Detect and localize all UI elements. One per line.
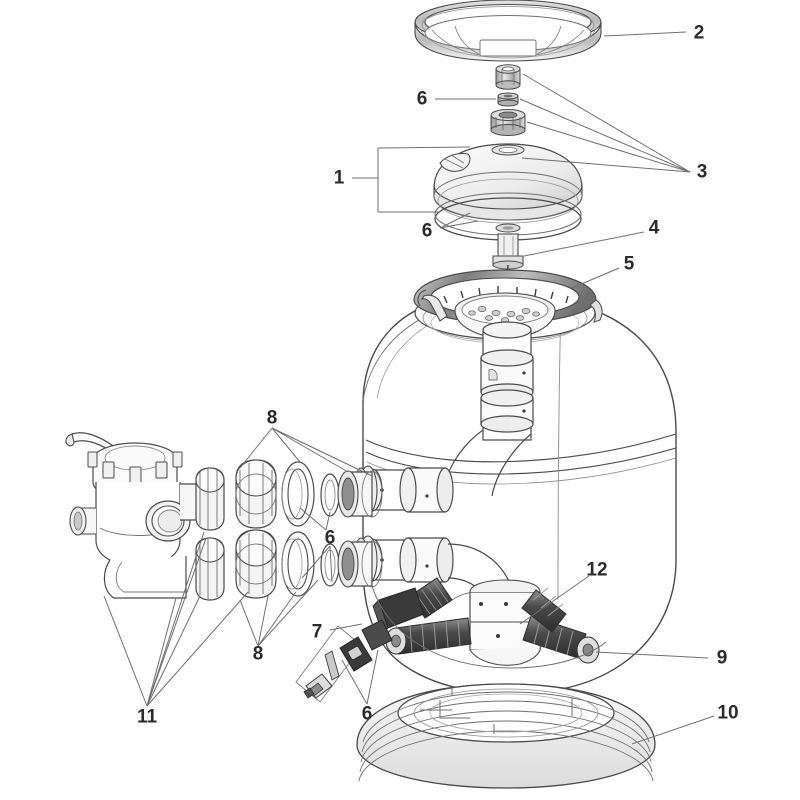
leader-lines (103, 31, 715, 745)
valve-union-nut-lower (195, 537, 225, 601)
hex-nut-upper (495, 64, 521, 90)
union-gasket-lower (281, 531, 315, 597)
callout-5: 5 (623, 253, 635, 275)
callout-6-lateral: 6 (361, 703, 373, 725)
callout-11: 11 (136, 706, 158, 728)
callout-10: 10 (717, 702, 739, 724)
hex-nut-lower (490, 109, 526, 136)
part-union-nut-and-seal (235, 459, 383, 599)
callout-3: 3 (696, 161, 708, 183)
callout-9: 9 (716, 647, 728, 669)
standpipe-and-internal-plumbing (353, 321, 534, 615)
flat-washer (497, 92, 519, 107)
callout-6-top: 6 (416, 88, 428, 110)
union-nut-upper (235, 459, 277, 529)
callout-7: 7 (311, 621, 323, 643)
callout-4: 4 (648, 217, 660, 239)
union-o-ring-upper (320, 473, 340, 517)
part-manifold-hub (469, 579, 541, 666)
union-nut-lower (235, 529, 277, 599)
part-hardware-kit (295, 619, 393, 703)
union-gasket-upper (281, 461, 315, 527)
union-adapter-upper (337, 470, 383, 518)
part-filter-base (356, 683, 656, 789)
callout-2: 2 (693, 22, 705, 44)
part-clamp-ring-and-diffuser (413, 269, 603, 339)
callout-6-lid: 6 (421, 220, 433, 242)
callout-8-upper: 8 (266, 407, 278, 429)
valve-union-nut-upper (195, 467, 225, 531)
union-adapter-lower (337, 540, 383, 588)
callout-12: 12 (586, 559, 608, 581)
callout-6-union: 6 (324, 527, 336, 549)
part-top-trim-ring (414, 0, 602, 62)
callout-8-lower: 8 (252, 643, 264, 665)
callout-1: 1 (333, 167, 345, 189)
part-multiport-valve (65, 432, 225, 601)
